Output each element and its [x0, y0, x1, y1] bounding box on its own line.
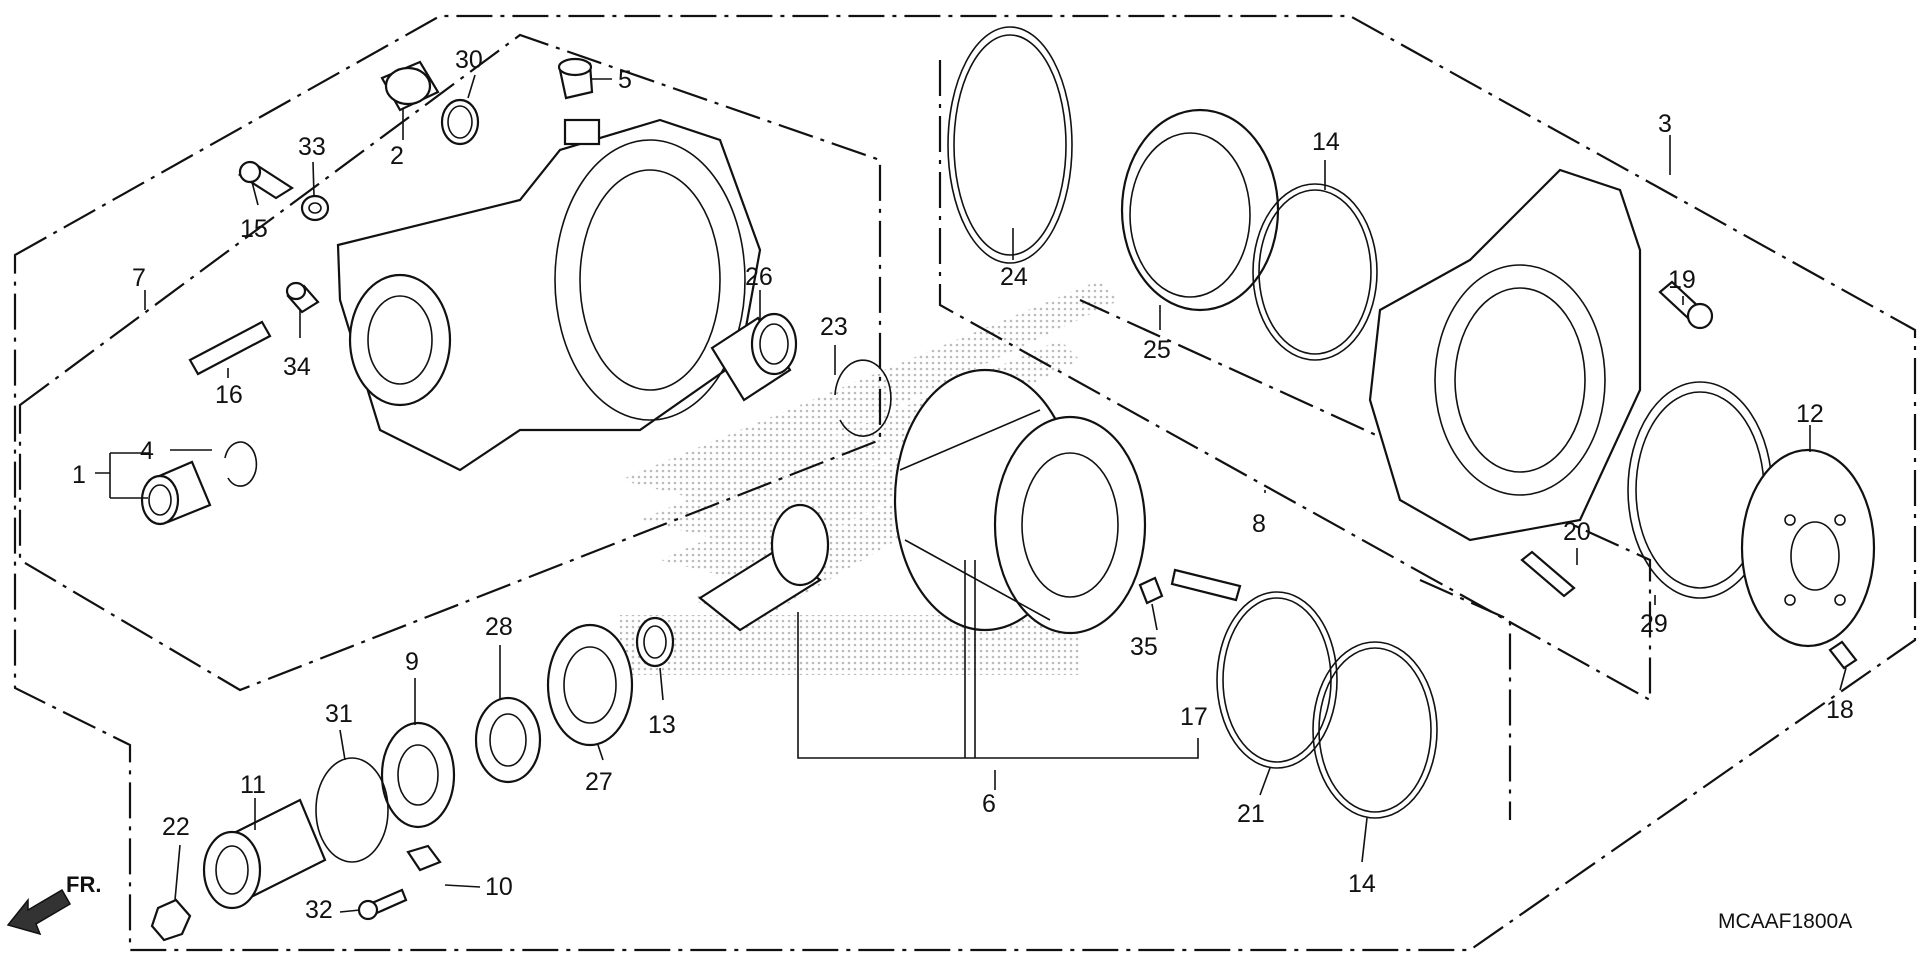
callout-2: 2 — [390, 142, 404, 170]
callout-28: 28 — [485, 613, 513, 641]
callout-24: 24 — [1000, 263, 1028, 291]
callout-29: 29 — [1640, 610, 1668, 638]
callout-6: 6 — [982, 790, 996, 818]
callout-26: 26 — [745, 263, 773, 291]
callout-1: 1 — [72, 461, 86, 489]
callout-11: 11 — [240, 771, 266, 799]
callout-4: 4 — [140, 437, 154, 465]
callout-25: 25 — [1143, 336, 1171, 364]
callout-27: 27 — [585, 768, 613, 796]
callout-35: 35 — [1130, 633, 1158, 661]
callout-32: 32 — [305, 896, 333, 924]
callout-7: 7 — [132, 264, 146, 292]
callout-20: 20 — [1563, 518, 1591, 546]
callout-17: 17 — [1180, 703, 1208, 731]
leader-lines — [95, 74, 1847, 913]
callout-16: 16 — [215, 381, 243, 409]
callout-10: 10 — [485, 873, 513, 901]
callout-34: 34 — [283, 353, 311, 381]
callout-22: 22 — [162, 813, 190, 841]
callout-14b: 14 — [1348, 870, 1376, 898]
callout-15: 15 — [240, 215, 268, 243]
callout-19: 19 — [1668, 266, 1696, 294]
callout-21: 21 — [1237, 800, 1265, 828]
callout-12: 12 — [1796, 400, 1824, 428]
callout-31: 31 — [325, 700, 353, 728]
callout-33: 33 — [298, 133, 326, 161]
callout-9: 9 — [405, 648, 419, 676]
callout-labels: 1 2 3 4 5 6 7 8 9 10 11 12 13 14 14 15 1… — [72, 46, 1854, 924]
callout-8: 8 — [1252, 510, 1266, 538]
diagram-code: MCAAF1800A — [1718, 910, 1852, 933]
callout-14a: 14 — [1312, 128, 1340, 156]
callout-13: 13 — [648, 711, 676, 739]
callout-23: 23 — [820, 313, 848, 341]
callout-30: 30 — [455, 46, 483, 74]
parts — [140, 26, 1876, 942]
callout-18: 18 — [1826, 696, 1854, 724]
front-indicator-label: FR. — [66, 872, 101, 897]
front-arrow-icon — [6, 888, 72, 936]
callout-3: 3 — [1658, 110, 1672, 138]
callout-5: 5 — [618, 66, 632, 94]
